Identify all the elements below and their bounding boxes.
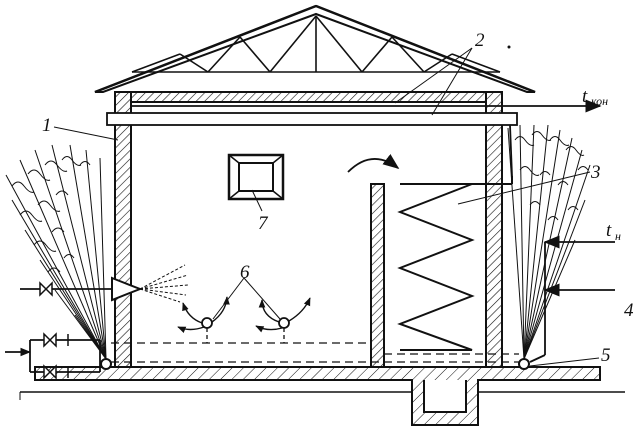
roof-truss xyxy=(131,15,501,73)
label-1: 1 xyxy=(42,115,52,136)
left-spray-nozzle xyxy=(100,358,112,370)
label-t-n-sub: н xyxy=(615,229,621,243)
label-7: 7 xyxy=(258,213,269,234)
right-spray-nozzle xyxy=(518,358,530,370)
partition-wall xyxy=(370,183,385,368)
label-6: 6 xyxy=(240,262,250,283)
left-air-inlet-pipe xyxy=(20,276,143,302)
airflow-arrow xyxy=(347,153,400,173)
outlet-pipes xyxy=(106,99,602,177)
dot-mark xyxy=(507,45,511,49)
left-water-inlet xyxy=(5,332,101,380)
label-t-kon-sub: кон xyxy=(591,94,608,108)
label-5: 5 xyxy=(601,345,611,366)
distribution-pipes xyxy=(111,342,519,363)
left-water-spray xyxy=(5,144,107,360)
fan-right xyxy=(255,297,311,343)
leader-lines xyxy=(53,47,600,367)
roof xyxy=(94,4,536,94)
label-3: 3 xyxy=(590,162,601,183)
right-water-spray xyxy=(507,124,591,360)
right-wall xyxy=(485,91,503,368)
label-4: 4 xyxy=(624,300,634,321)
label-2: 2 xyxy=(475,30,485,51)
label-t-kon: t xyxy=(582,86,588,107)
label-t-n: t xyxy=(606,220,612,241)
left-wall xyxy=(114,91,132,368)
floor-slab xyxy=(19,366,625,426)
air-jet xyxy=(139,264,189,303)
fan-left xyxy=(177,296,230,343)
vent-window xyxy=(227,153,285,201)
inlet-pipe xyxy=(529,235,615,363)
